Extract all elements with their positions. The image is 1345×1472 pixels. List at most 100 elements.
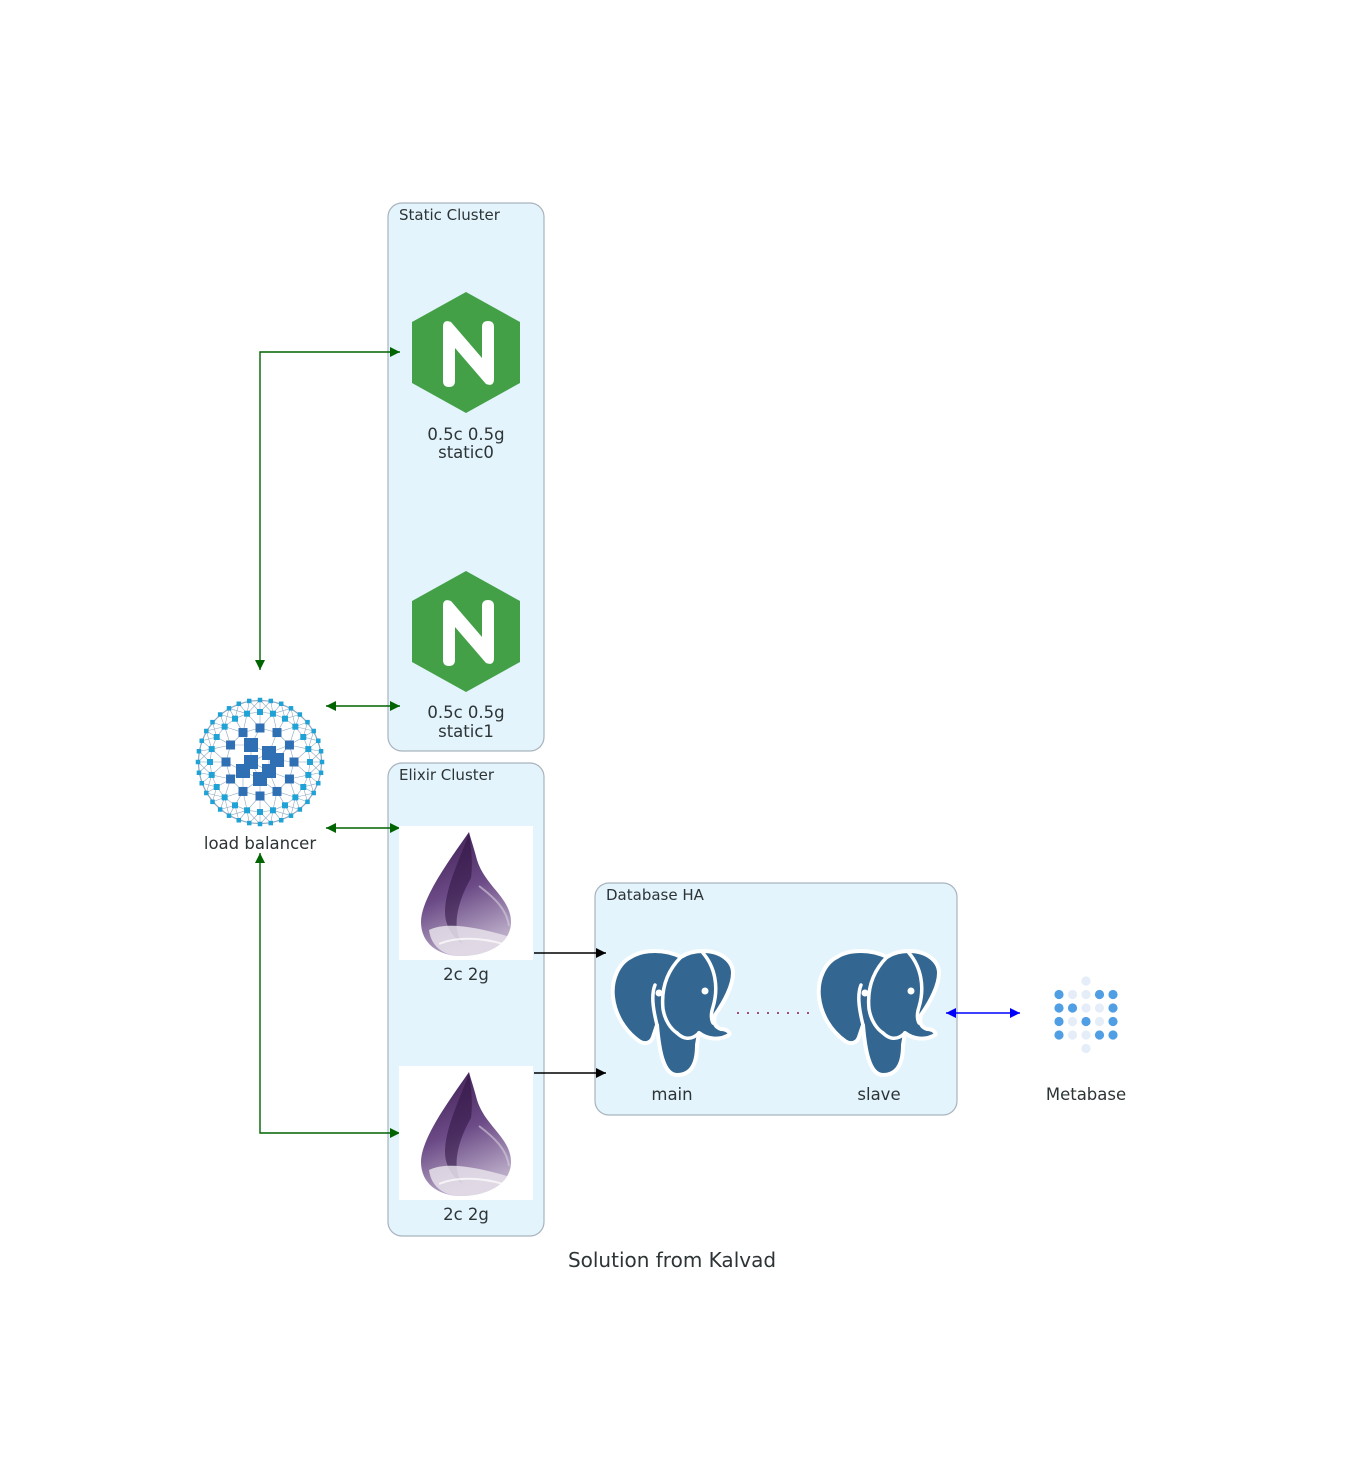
lb-icon-link [228,810,248,816]
lb-icon-node [208,771,215,778]
database-cluster-title: Database HA [606,886,705,904]
lb-icon-node [232,715,238,722]
metabase-icon-dot [1108,1016,1118,1027]
lb-icon-node [236,701,242,706]
lb-icon-node [288,813,294,818]
metabase-icon-dot [1094,989,1105,1000]
metabase-icon-dot [1054,989,1064,1000]
lb-icon-link [308,774,314,794]
elixir1-label: 2c 2g [443,1205,489,1224]
metabase-icon-dot [1094,1030,1105,1040]
lb-icon-node [270,753,284,767]
lb-icon-node [318,770,324,776]
lb-icon-node [268,820,274,826]
metabase-icon-dot [1054,1016,1064,1027]
metabase-icon-dot [1108,1030,1118,1040]
lb-icon-node [257,821,263,827]
metabase-icon [1054,976,1118,1054]
pg-slave-label: slave [857,1085,900,1104]
lb-icon-node [278,818,284,823]
lb-icon-node [257,709,263,715]
lb-icon-node [226,706,232,711]
lb-icon-node [199,780,204,786]
lb-icon-node [289,757,299,767]
lb-icon-node [213,784,220,790]
elixir-icon [398,825,534,961]
lb-icon-node [244,807,251,814]
lb-icon-link [290,708,296,727]
lb-icon-node [284,774,294,784]
lb-icon-node [207,759,213,765]
lb-icon-node [244,710,251,717]
metabase-icon-dot [1094,1016,1105,1027]
lb-icon-link [224,797,230,816]
lb-icon-node [246,820,252,826]
lb-icon-node [311,790,316,796]
lb-icon-node [213,734,220,740]
metabase-icon-dot [1081,1030,1091,1040]
static0-name-label: static0 [438,443,494,462]
static1-spec-label: 0.5c 0.5g [427,703,504,722]
metabase-icon-dot [1081,1016,1091,1027]
lb-icon-node [246,698,252,704]
edge-lb-elixir1 [255,853,400,1138]
metabase-icon-dot [1108,1003,1118,1013]
lb-icon-node [272,786,282,796]
lb-icon-link [290,797,296,816]
lb-icon-node [196,748,202,754]
lb-icon-node [282,802,288,809]
metabase-icon-dot [1067,1003,1078,1013]
lb-icon-node [297,712,303,717]
lb-icon-node [208,746,215,753]
lb-icon-node [204,790,209,796]
lb-icon-node [269,807,276,814]
lb-icon-node [226,774,236,784]
elixir1-node: 2c 2g [398,1065,534,1224]
lb-icon-node [318,748,324,754]
lb-icon-node [305,746,312,753]
lb-icon-node [238,728,248,738]
lb-icon-node [282,715,288,722]
metabase-icon-dot [1081,1003,1091,1013]
lb-icon-node [278,701,284,706]
lb-icon-node [232,802,238,809]
elixir-icon [398,1065,534,1201]
edges [255,347,1020,1138]
lb-icon-node [316,780,321,786]
pg-main-label: main [651,1085,692,1104]
elixir-cluster-title: Elixir Cluster [399,766,495,784]
diagram-title: Solution from Kalvad [568,1248,776,1272]
lb-icon-link [272,708,292,714]
lb-icon-node [226,813,232,818]
lb-icon-node [305,719,310,725]
lb-icon-node [217,712,223,717]
lb-icon-node [292,723,299,730]
lb-icon-node [262,764,276,778]
lb-icon-node [269,710,276,717]
metabase-icon-dot [1067,1016,1078,1027]
lb-icon-link [228,708,248,714]
lb-icon-node [244,755,258,769]
lb-icon-node [221,757,231,767]
lb-icon-node [217,807,223,812]
lb-icon-node [257,809,263,815]
lb-icon-node [272,728,282,738]
lb-icon-node [288,706,294,711]
load-balancer-label: load balancer [204,834,316,853]
lb-icon-link [295,792,314,798]
lb-icon-node [255,791,265,801]
lb-icon-node [307,759,313,765]
static0-node: 0.5c 0.5g static0 [412,292,520,462]
lb-icon-node [316,738,321,744]
lb-icon-link [206,792,225,798]
metabase-node: Metabase [1046,976,1126,1104]
elixir0-label: 2c 2g [443,965,489,984]
metabase-label: Metabase [1046,1085,1126,1104]
lb-icon-link [272,810,292,816]
load-balancer-network-icon [195,697,325,827]
static1-node: 0.5c 0.5g static1 [412,571,520,741]
lb-icon-link [206,726,225,732]
lb-icon-link [206,730,212,750]
lb-icon-node [305,771,312,778]
